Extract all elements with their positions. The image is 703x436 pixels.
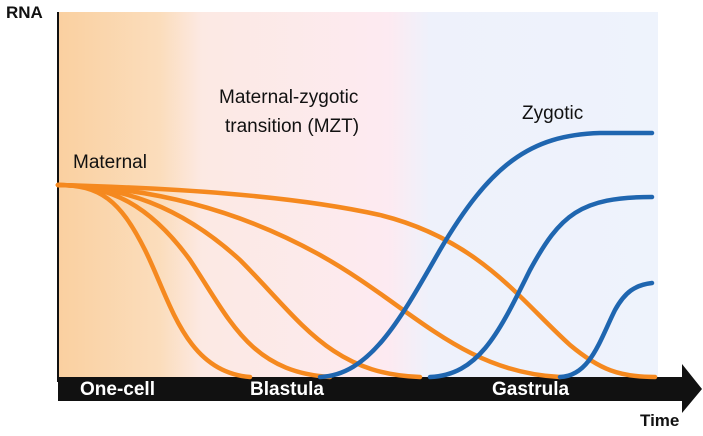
- x-axis-arrow: [58, 364, 702, 413]
- phase-label-gastrula: Gastrula: [492, 379, 570, 400]
- zygotic-curves: [317, 130, 655, 380]
- zygotic-label: Zygotic: [522, 103, 584, 124]
- phase-label-one-cell: One-cell: [80, 379, 155, 400]
- maternal-label: Maternal: [73, 152, 147, 173]
- zygotic-curve-2: [427, 194, 655, 380]
- zygotic-curve-1: [317, 130, 655, 380]
- zygotic-curve-3: [557, 280, 655, 380]
- maternal-curve-3: [55, 182, 423, 380]
- x-axis-title: Time: [640, 411, 680, 430]
- mzt-label-line2: transition (MZT): [225, 116, 360, 137]
- maternal-curve-2: [55, 182, 333, 380]
- y-axis-title: RNA: [6, 3, 43, 22]
- mzt-label-line1: Maternal-zygotic: [219, 87, 359, 108]
- phase-label-blastula: Blastula: [250, 379, 324, 400]
